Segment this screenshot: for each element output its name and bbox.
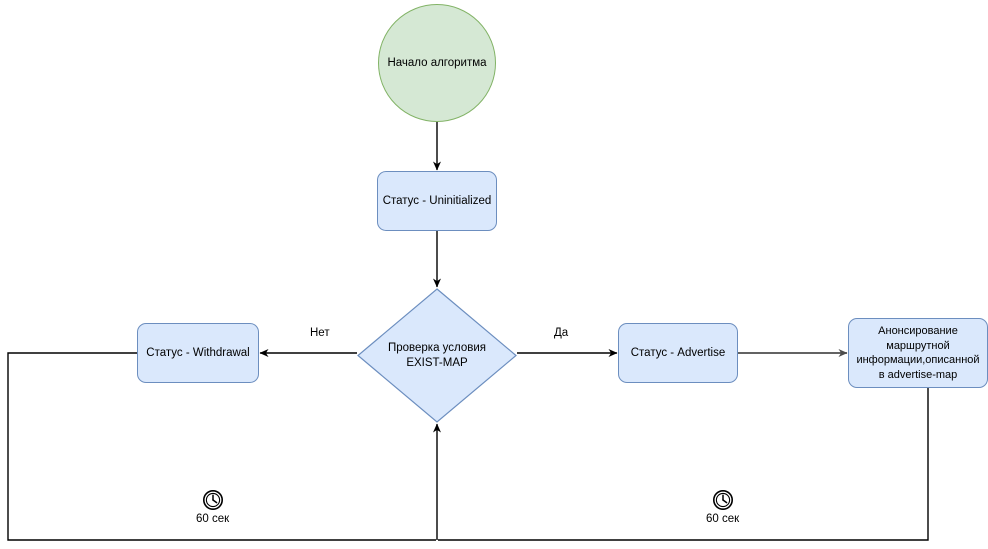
node-start-label: Начало алгоритма bbox=[387, 57, 487, 69]
node-status-withdrawal[interactable]: Статус - Withdrawal bbox=[137, 323, 259, 383]
node-status-advertise-label: Статус - Advertise bbox=[630, 347, 726, 359]
diamond-shape bbox=[357, 288, 517, 423]
node-start[interactable]: Начало алгоритма bbox=[378, 4, 496, 122]
node-announce-label-line1: Анонсирование bbox=[878, 325, 958, 337]
clock-icon bbox=[712, 489, 734, 511]
node-status-withdrawal-label: Статус - Withdrawal bbox=[146, 347, 250, 359]
edge-label-yes: Да bbox=[551, 327, 572, 339]
clock-icon bbox=[202, 489, 224, 511]
node-announce-label-line3: информации,описанной bbox=[856, 354, 980, 366]
timer-annotation-left: 60 сек bbox=[192, 487, 234, 527]
node-status-uninitialized[interactable]: Статус - Uninitialized bbox=[377, 171, 497, 231]
edge-announce-loopback bbox=[438, 388, 929, 541]
timer-annotation-right: 60 сек bbox=[702, 487, 744, 527]
node-announce-label: Анонсирование маршрутной информации,опис… bbox=[856, 324, 979, 382]
node-announce-label-line4: в advertise-map bbox=[878, 368, 958, 381]
edge-label-no: Нет bbox=[307, 327, 333, 339]
timer-right-text: 60 сек bbox=[706, 513, 740, 525]
node-status-advertise[interactable]: Статус - Advertise bbox=[618, 323, 738, 383]
node-decision-label-line2: EXIST-MAP bbox=[406, 356, 468, 369]
edge-withdrawal-loopback bbox=[7, 352, 436, 541]
node-decision-label-line1: Проверка условия bbox=[387, 341, 487, 354]
timer-left-text: 60 сек bbox=[196, 513, 230, 525]
node-status-uninitialized-label: Статус - Uninitialized bbox=[382, 195, 492, 207]
node-announce-route-info[interactable]: Анонсирование маршрутной информации,опис… bbox=[848, 318, 988, 388]
node-announce-label-line2: маршрутной bbox=[886, 339, 950, 352]
node-decision-exist-map[interactable]: Проверка условия EXIST-MAP bbox=[357, 288, 517, 423]
node-decision-label: Проверка условия EXIST-MAP bbox=[377, 341, 497, 371]
